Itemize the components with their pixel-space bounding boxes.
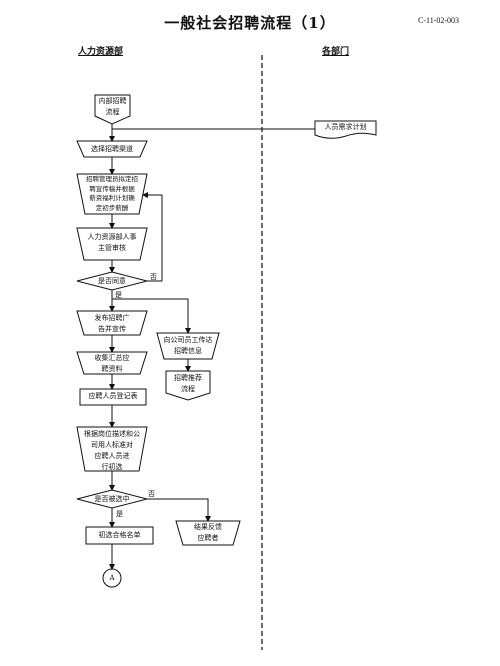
- agree-no-label: 否: [150, 273, 157, 281]
- needs-plan-shape: [314, 120, 377, 139]
- selected-no-label: 否: [148, 490, 155, 498]
- collect-apps-shape: [76, 351, 148, 375]
- page-title: 一般社会招聘流程（1）: [164, 14, 336, 32]
- needs-plan-label: 人员需求计划: [324, 123, 367, 131]
- edge-selected-to-feedback: [147, 498, 211, 522]
- agree-yes-label: 是: [115, 291, 122, 299]
- selected-label: 是否被选中: [94, 495, 130, 503]
- collect-apps-label: 收集汇总应 聘资料: [94, 354, 130, 373]
- edge-agree-no-loop: [142, 192, 163, 282]
- shortlist-label: 初选合格名单: [98, 531, 141, 539]
- lane-header-hr: 人力资源部: [78, 47, 124, 57]
- hr-review-shape: [76, 227, 148, 261]
- selected-yes-label: 是: [116, 510, 123, 518]
- edge-agree-to-notify: [112, 298, 191, 334]
- draft-materials-label: 招聘管理员拟定招 聘宣传稿并根据 薪资福利计划确 定初步薪酬: [86, 175, 138, 212]
- shortlist-shape: [85, 526, 154, 545]
- document-code: C-11-02-003: [418, 16, 460, 25]
- referral-flow-label: 招聘推荐 流程: [174, 374, 202, 393]
- employee-notify-shape: [156, 332, 220, 360]
- internal-flow-shape: [94, 94, 131, 125]
- agree-label: 是否同意: [98, 277, 126, 285]
- publish-ads-shape: [76, 310, 148, 336]
- publish-ads-label: 发布招聘广 告并宣传: [94, 314, 130, 333]
- connector-a-label: A: [109, 574, 115, 582]
- select-channel-label: 选择招聘渠道: [91, 145, 133, 153]
- draft-materials-shape: [76, 173, 148, 215]
- lane-header-departments: 各部门: [322, 47, 350, 57]
- preliminary-screen-label: 根据岗位描述和公 司用人标准对 应聘人员进 行初选: [84, 430, 140, 471]
- preliminary-screen-shape: [76, 426, 148, 472]
- feedback-label: 结果反馈 应聘者: [194, 523, 222, 542]
- registration-form-label: 应聘人员登记表: [88, 392, 138, 400]
- feedback-shape: [175, 520, 241, 546]
- employee-notify-label: 向公司员工传达 招聘信息: [163, 336, 213, 355]
- internal-flow-label: 内部招聘 流程: [98, 97, 127, 116]
- select-channel-shape: [76, 140, 148, 158]
- referral-flow-shape: [165, 370, 211, 401]
- hr-review-label: 人力资源部人事 主管审核: [87, 233, 137, 252]
